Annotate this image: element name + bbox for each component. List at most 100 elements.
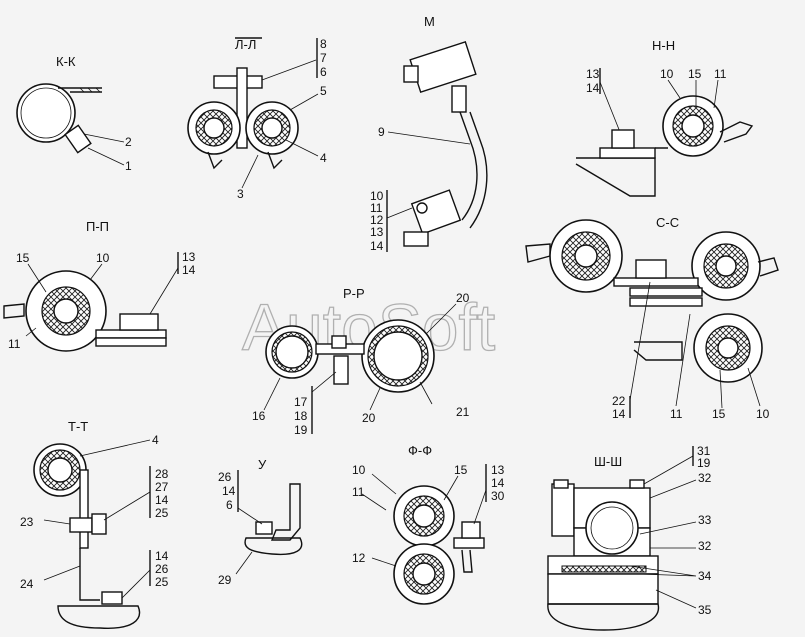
bracket-arm [79,548,100,601]
pipe-inner [20,87,72,139]
spacer-plate [629,297,703,307]
bolt-head [101,591,123,605]
callout: 15 [712,407,726,421]
hose-left-bore [275,335,309,369]
clamp-tails [207,151,283,170]
callout: 18 [294,409,308,423]
leader-lines [629,455,697,609]
leader-lines [235,507,263,575]
callout: 21 [456,405,470,419]
callout: 16 [252,409,266,423]
callout: 4 [152,433,159,447]
leader-line [599,81,621,133]
bolt-head-right [629,479,645,489]
callout: 14 [155,549,169,563]
callout: 15 [454,463,468,477]
leader-lines [667,79,719,109]
hose-line-b [469,111,488,229]
callout: 11 [714,67,727,81]
hose-left-bore [203,117,225,139]
lower-bolt [416,202,428,214]
callout: 13 [491,463,505,477]
section-title-ss: С-С [656,215,679,230]
section-title-rr: Р-Р [343,286,365,301]
callout: 8 [320,37,327,51]
leader-line [387,131,471,145]
clamp-tails [655,121,754,149]
callout: 14 [182,263,196,277]
callout: 32 [698,471,712,485]
hose-upper-bore [412,504,436,528]
angle-bracket [270,483,301,541]
lower-nut [403,231,429,247]
callout: 12 [370,213,384,227]
strap-hatch [79,87,101,93]
callout: 14 [155,493,169,507]
clamp-strap [79,469,89,549]
callout: 6 [320,65,327,79]
section-kk: К-К 2 1 [16,54,132,173]
callout: 11 [352,485,365,499]
callout: 10 [756,407,770,421]
hose-lower-bore [717,337,739,359]
bolt-head [255,521,273,535]
callout: 14 [370,239,384,253]
pipe [585,501,639,555]
callout: 13 [182,250,196,264]
section-nn: Н-Н 13 14 10 15 11 [575,38,754,197]
callout: 20 [456,291,470,305]
callout: 9 [378,125,385,139]
callout: 33 [698,513,712,527]
callout: 31 [697,444,711,458]
callout: 30 [491,489,505,503]
nut [69,517,93,533]
callout: 14 [222,484,236,498]
nut [331,335,347,349]
bolt-shank [333,355,349,385]
section-ff: Ф-Ф 13 14 30 10 15 11 12 [352,443,505,605]
clamp-tail-right [757,257,779,277]
sensor-body [409,40,477,94]
callout: 26 [218,470,232,484]
clamp-center [236,67,248,149]
bolt-head [611,129,635,149]
callout: 2 [125,135,132,149]
hose-bore [47,457,73,483]
frame-block [547,573,659,605]
bolt-tail [461,549,473,573]
callout: 32 [698,539,712,553]
bolt-head-left [553,479,569,489]
spacer-plate [629,287,703,297]
section-ll: Л-Л 8 7 6 5 4 3 [187,37,327,201]
section-title-ff: Ф-Ф [408,443,432,458]
callout: 1 [125,159,132,173]
callout: 14 [491,476,505,490]
bracket-left [551,483,575,537]
section-title-nn: Н-Н [652,38,675,53]
callout: 14 [586,81,600,95]
callout: 13 [370,225,384,239]
leader-lines [43,439,151,599]
callout: 3 [237,187,244,201]
base-plate [599,147,656,159]
section-title-kk: К-К [56,54,76,69]
callout: 27 [155,480,169,494]
callout: 35 [698,603,712,617]
callout: 10 [96,251,110,265]
hose-bore [681,114,705,138]
base-plate [57,605,141,629]
callout: 25 [155,575,169,589]
leader-lines [25,263,179,337]
clamp-plate [613,277,699,287]
hose-bore [53,298,79,324]
hose-lower-bore [412,562,436,586]
hose-line-a [459,111,478,221]
section-title-pp: П-П [86,219,109,234]
callout: 13 [586,67,600,81]
callout: 24 [20,577,34,591]
hose-right-bore [373,331,423,381]
clamp-plate [453,537,485,549]
callout: 19 [294,423,308,437]
clamp-tail [3,303,25,319]
leader-lines [241,59,319,189]
